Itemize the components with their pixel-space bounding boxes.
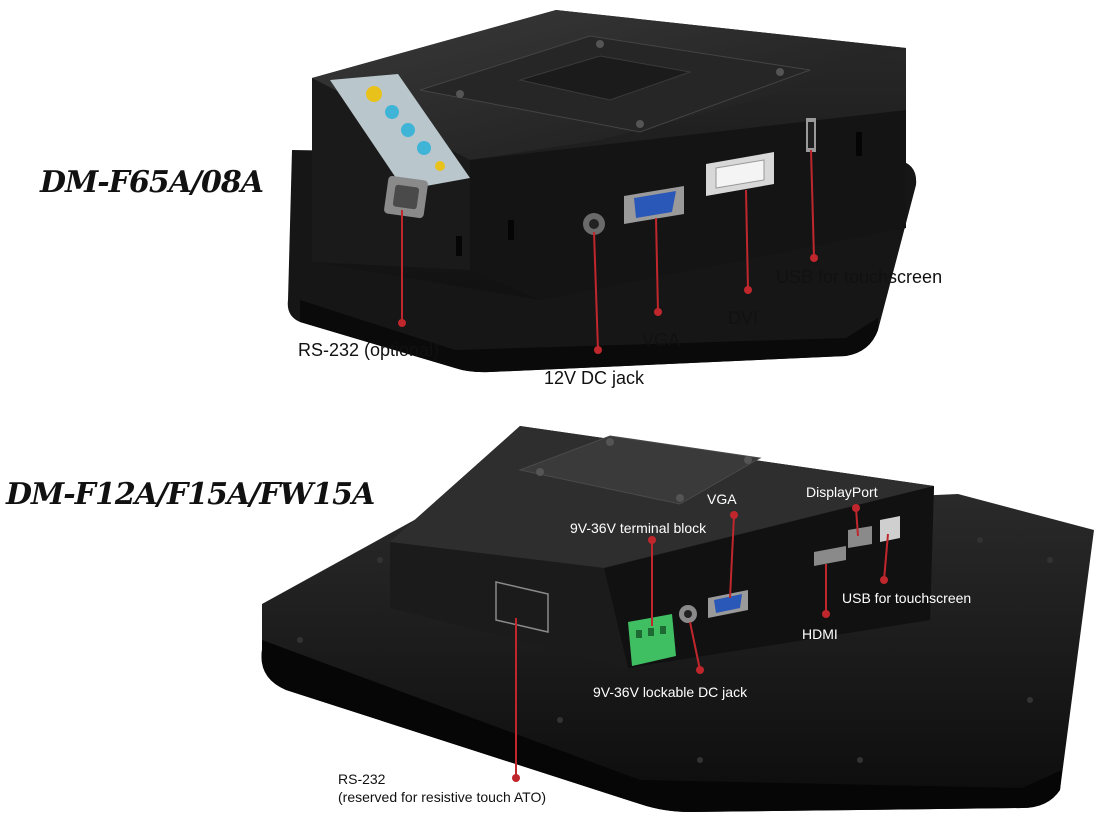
callout-usb-touchscreen-bottom: USB for touchscreen [842,590,972,606]
top-screw-4 [636,120,644,128]
bottom-device-left-face [390,542,628,668]
bottom-callout-lines [512,504,889,782]
top-device-front-face [470,110,906,300]
callout-hdmi: HDMI [802,626,838,642]
bottom-device-bezel-lip [261,640,1062,812]
keypad-panel [330,74,470,190]
model-title-top: DM-F65A/08A [40,165,264,200]
usb-port-bottom [880,516,900,542]
callout-displayport: DisplayPort [806,484,878,500]
keypad-button-2 [401,123,415,137]
top-screw-2 [596,40,604,48]
callout-lockable-dc-jack: 9V-36V lockable DC jack [593,684,748,700]
rs232-cover-bottom [495,581,549,633]
top-device-vesa-inner [518,55,692,101]
displayport-bottom [848,526,872,548]
keypad-power-button [366,86,382,102]
top-screw-3 [776,68,784,76]
callout-vga-bottom: VGA [707,491,737,507]
callout-12v-dc-jack: 12V DC jack [544,368,645,388]
model-title-bottom: DM-F12A/F15A/FW15A [6,477,375,512]
callout-terminal-block: 9V-36V terminal block [570,520,707,536]
keypad-menu-button [435,161,445,171]
top-device-bezel-edge [300,300,878,373]
bottom-device-vesa-plate [518,435,762,505]
callout-vga-top: VGA [642,330,681,350]
top-device [287,10,917,373]
top-screw-1 [456,90,464,98]
callout-usb-touchscreen-top: USB for touchscreen [776,267,943,287]
callout-dvi: DVI [728,308,759,328]
callout-rs232-reserved-line1: RS-232 [338,771,386,787]
top-device-left-face [312,78,470,270]
callout-rs232-optional: RS-232 (optional) [298,340,440,360]
bottom-device [261,426,1094,812]
keypad-button-3 [417,141,431,155]
callout-rs232-reserved-line2: (reserved for resistive touch ATO) [338,789,546,805]
keypad-button-1 [385,105,399,119]
top-callout-lines [398,149,818,354]
hdmi-port-bottom [814,546,846,566]
